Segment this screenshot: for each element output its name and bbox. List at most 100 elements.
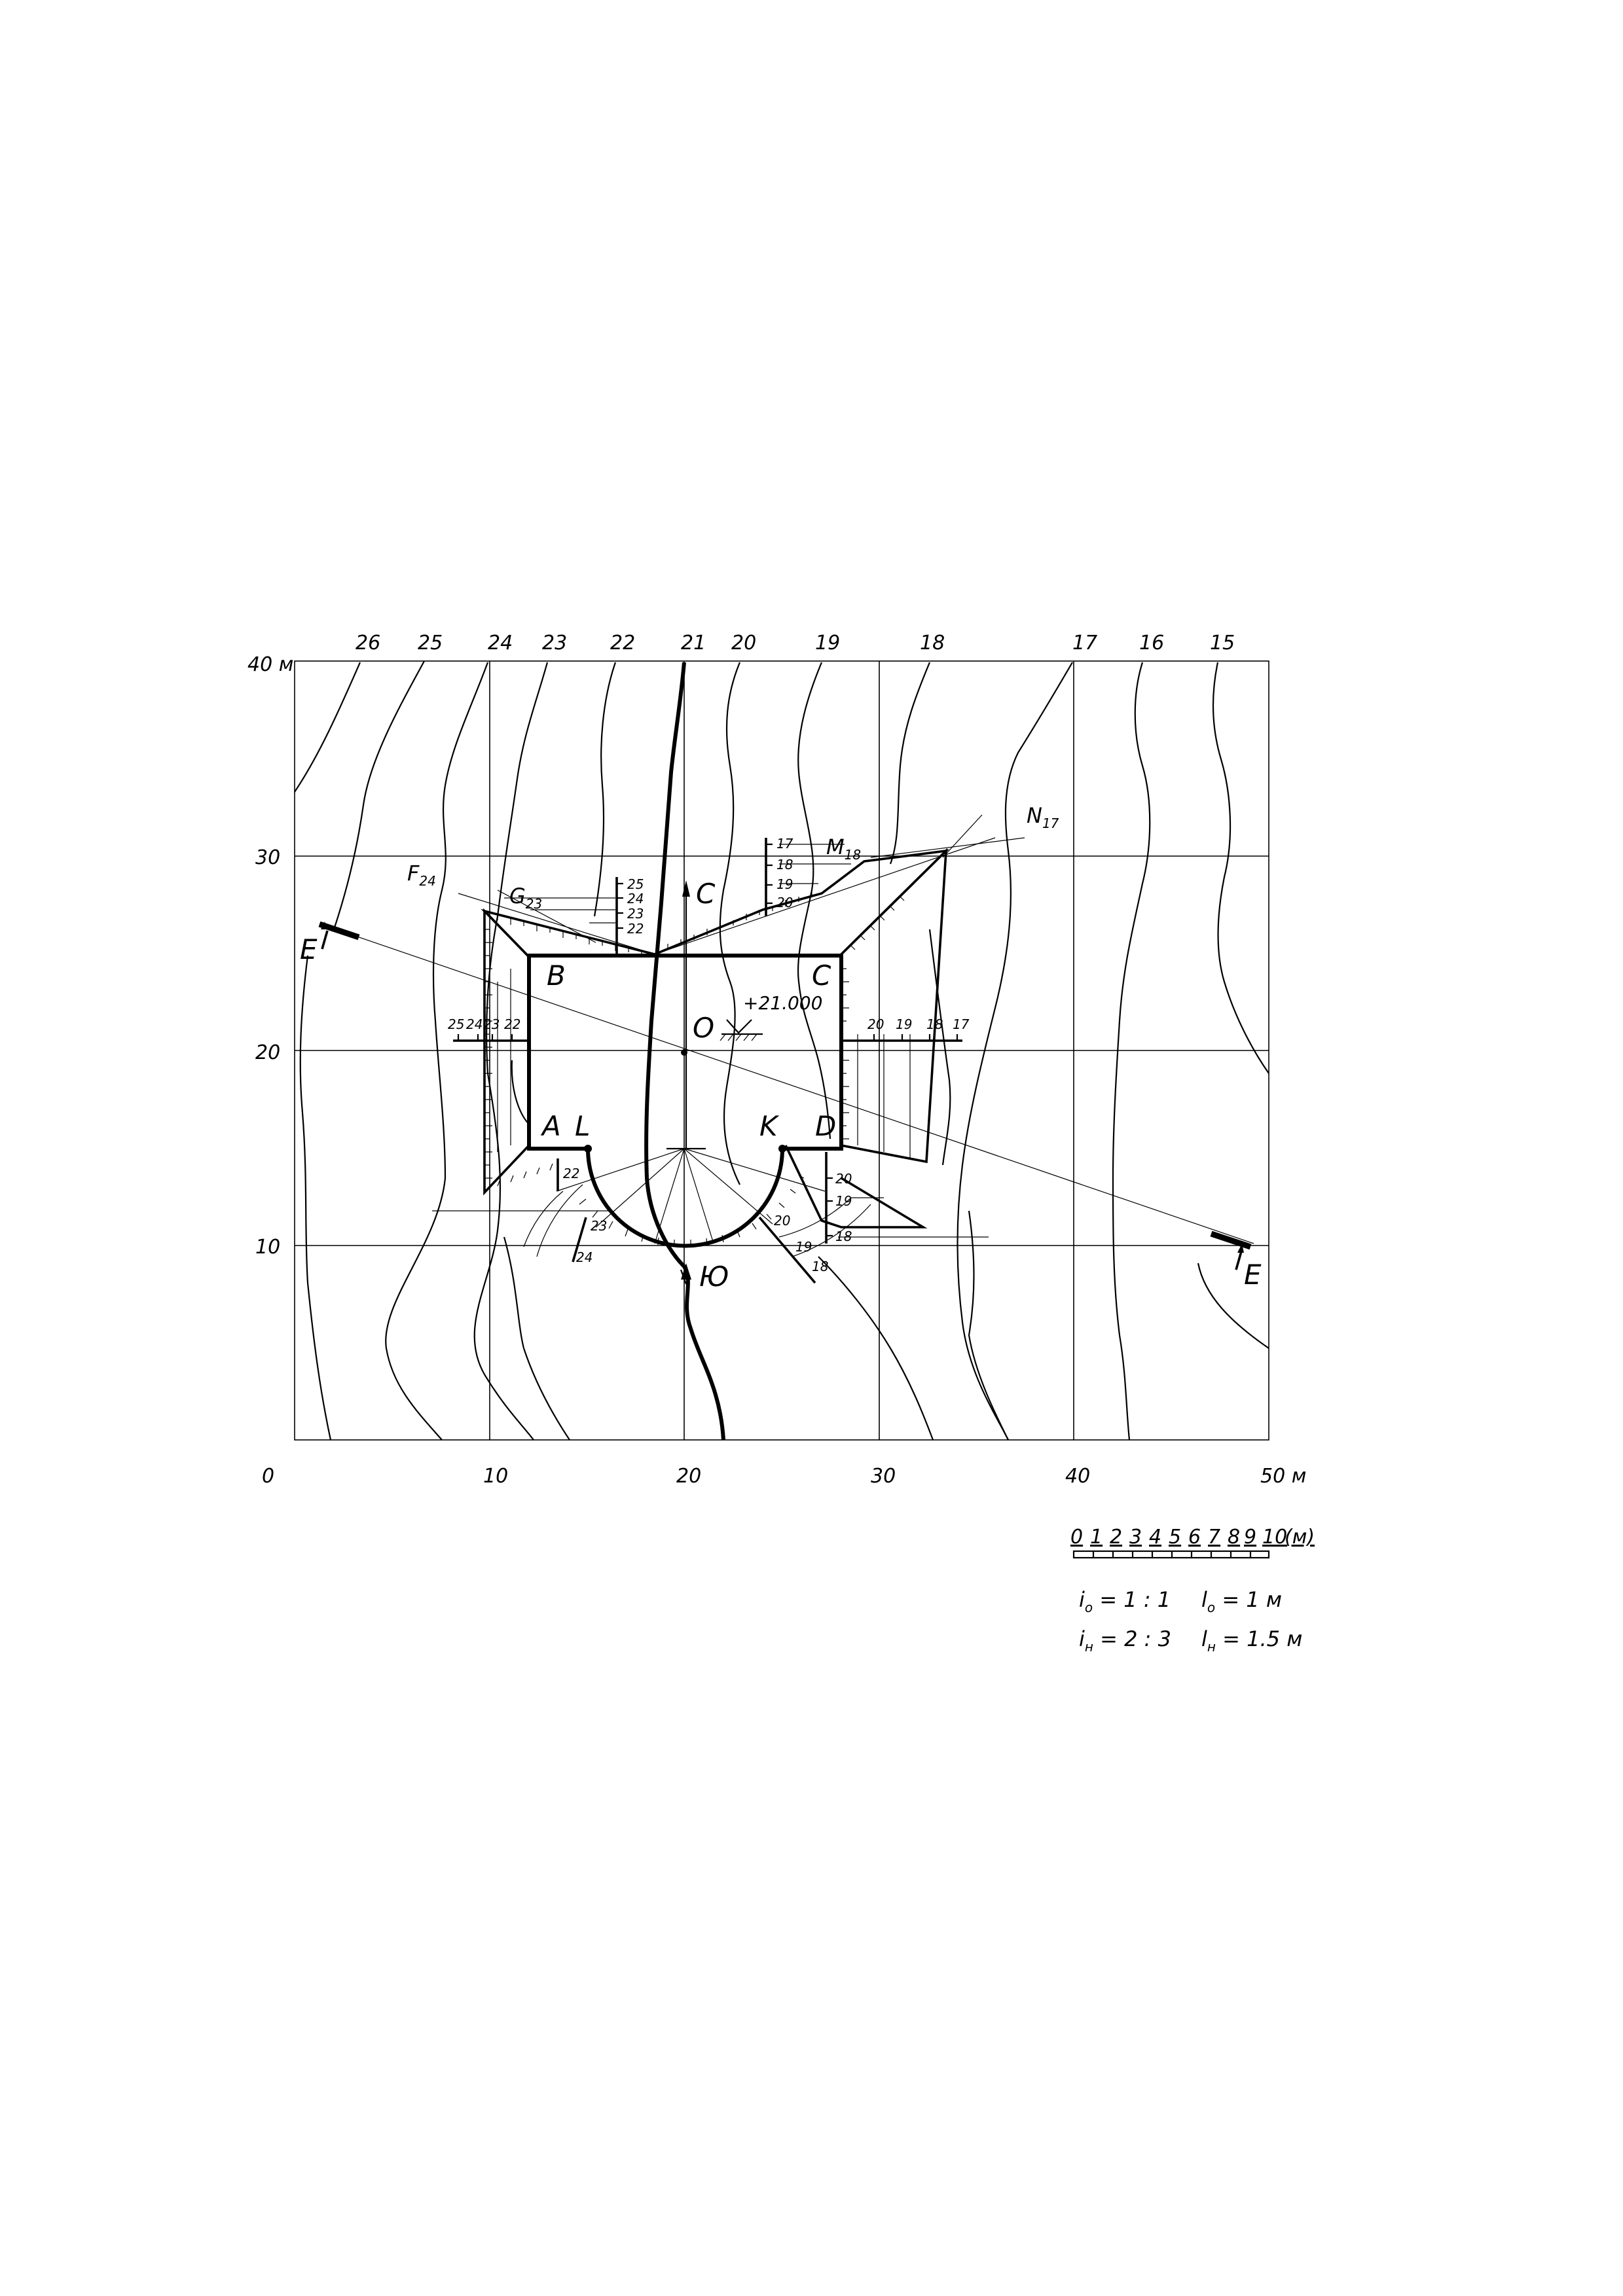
hatch-right [841,968,849,1139]
scale-top-right-17: 17 [776,836,793,852]
construction-line-m [654,837,996,955]
contour-22 [511,662,617,1441]
ruler-top-right-ticks [766,843,773,905]
scale-bar-label-5: 5 [1169,1526,1181,1549]
arc-guide-right-1 [778,1197,852,1238]
scale-bar-label-10: 10 [1262,1526,1287,1549]
point-l-dot [584,1145,592,1153]
contour-label-15: 15 [1210,632,1235,655]
contour-label-25: 25 [418,632,443,655]
scale-left-22: 22 [504,1016,520,1032]
x-tick-0: 0 [262,1465,274,1488]
contour-22-mid [503,1236,525,1349]
x-tick-40: 40 [1065,1465,1090,1488]
marked-points: F24 G23 M18 N17 [407,803,1059,912]
axis-label-c: C [696,878,716,910]
arc-guide-left-2 [536,1184,583,1257]
axis-labels: 40 м 30 20 10 0 10 20 30 40 50 м [247,653,1306,1488]
platform-outline [527,954,843,1248]
marked-point-g: G23 [509,884,542,912]
ruler-bottom-right-ticks [826,1177,833,1237]
contour-label-19: 19 [815,632,840,655]
contour-label-18: 18 [920,632,945,655]
contour-label-16: 16 [1139,632,1164,655]
contour-26 [294,662,361,793]
contour-25-upper [333,660,425,930]
hatch-left [484,929,492,1179]
scale-bottom-right-19: 19 [835,1193,852,1209]
contour-label-23: 23 [542,632,567,655]
contour-label-row: 26 25 24 23 22 21 20 19 18 17 16 15 [356,632,1235,655]
scale-right-17: 17 [953,1016,970,1032]
scale-bottom-right-18: 18 [835,1229,852,1244]
contour-label-22: 22 [610,632,635,655]
radial-line-5 [684,1148,826,1192]
axis-c-arrowhead [682,880,690,897]
ruler-top-left-ticks [617,882,623,929]
ruler-left-ticks [457,1034,513,1041]
scale-bar-label-6: 6 [1188,1526,1201,1549]
contour-label-24: 24 [488,632,513,655]
contour-label-26: 26 [356,632,380,655]
point-label-a: A [540,1110,561,1142]
slope-top-left-outline [481,908,655,958]
contour-20 [719,662,741,1185]
scale-left-25: 25 [448,1016,464,1032]
point-label-k: K [759,1110,780,1142]
slope-right-outline [840,848,948,1164]
scale-bar-label-3: 3 [1129,1526,1142,1549]
scale-right-20: 20 [867,1016,884,1032]
radial-line-2 [654,1148,685,1244]
hatch-bottom-left [497,1163,553,1187]
scale-top-24: 24 [627,891,644,906]
y-tick-20: 20 [255,1041,280,1064]
legend: iо = 1 : 1 lо = 1 м iн = 2 : 3 lн = 1.5 … [1079,1587,1302,1655]
marked-point-n: N17 [1027,803,1059,831]
construction-line-top-right [942,814,983,858]
point-k-dot [778,1145,786,1153]
marked-point-m: M18 [826,834,861,863]
contour-16 [1112,662,1151,1441]
y-tick-30: 30 [255,846,280,869]
scale-arc-left-22: 22 [563,1166,579,1181]
contour-24 [385,662,489,1441]
bottom-left-slope-edge [572,1217,587,1263]
scale-top-right-19: 19 [776,876,793,892]
scale-bar-ticks [1092,1551,1252,1558]
contour-25-lower [299,955,332,1441]
bottom-right-slope-edge [758,1216,816,1284]
grid [294,660,1269,1441]
contour-15 [1212,662,1269,1074]
platform [527,954,843,1248]
x-axis-end-label: 50 м [1260,1465,1306,1488]
section-marker-right [1210,1230,1252,1250]
x-tick-30: 30 [871,1465,896,1488]
point-label-l: L [575,1110,590,1142]
scale-top-right-18: 18 [776,857,793,872]
y-axis-unit-label: 40 м [247,653,293,676]
x-tick-10: 10 [483,1465,508,1488]
scale-left-24: 24 [466,1016,483,1032]
contour-18 [889,662,1009,1441]
hatch-top-right [667,892,812,949]
scale-arc-right-18: 18 [812,1259,828,1274]
scale-left-23: 23 [483,1016,500,1032]
point-label-d: D [815,1110,836,1142]
contour-21-bold [644,662,725,1441]
y-tick-10: 10 [255,1236,280,1259]
section-arrow-left [321,930,329,950]
legend-l-n: lн = 1.5 м [1201,1626,1302,1655]
x-tick-20: 20 [676,1465,701,1488]
hatch-top-right-edge [850,896,905,950]
section-line-e-e [318,921,1254,1270]
point-label-o: O [693,1012,714,1044]
section-label-e-right: E [1244,1259,1262,1291]
elevation-triangle [726,1019,752,1034]
scale-bar: 0 1 2 3 4 5 6 7 8 9 10 (м) [1070,1526,1315,1559]
scale-rulers [453,838,962,1244]
scale-bar-label-9: 9 [1244,1526,1256,1549]
scale-bar-label-7: 7 [1208,1526,1220,1549]
point-label-b: B [547,960,566,992]
section-arrow-right [1235,1251,1243,1270]
arc-guide-right-2 [792,1204,871,1257]
